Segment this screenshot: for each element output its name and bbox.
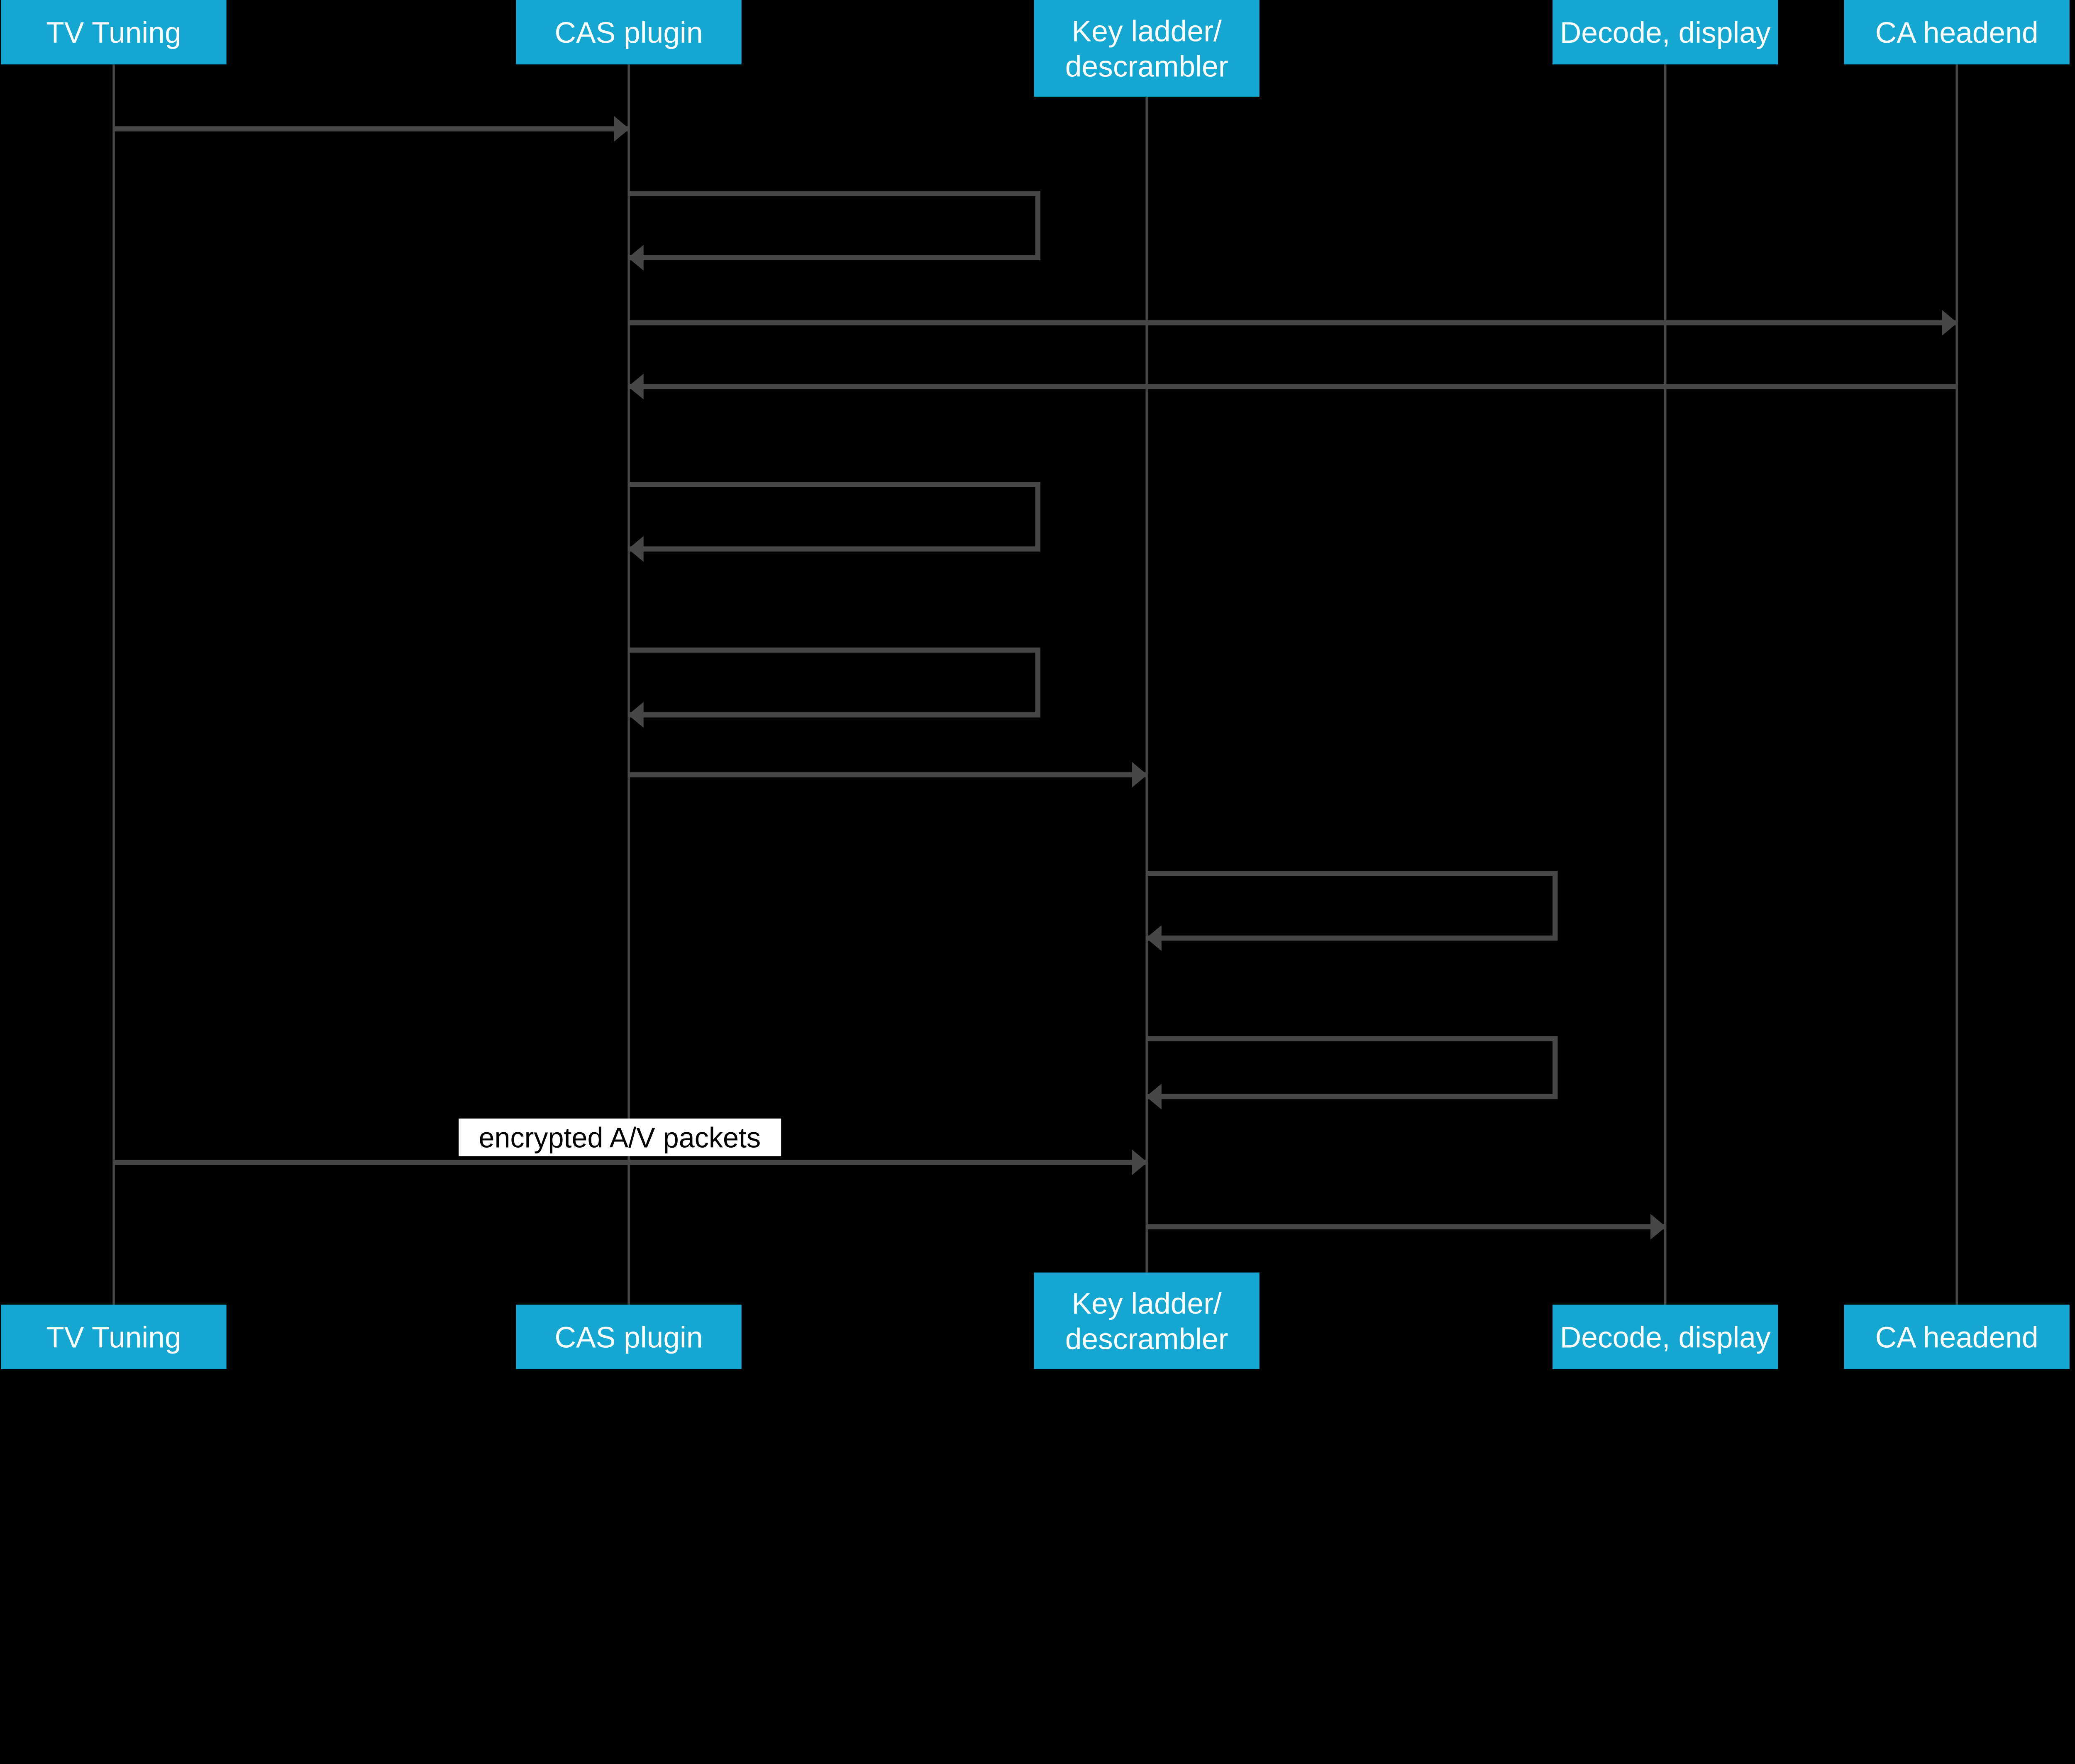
actor-box-top-key-ladder-descrambler bbox=[1034, 0, 1260, 97]
actor-box-bottom-ca-headend bbox=[1844, 1305, 2070, 1369]
actor-label-top-key-ladder-line1: Key ladder/ bbox=[1072, 15, 1222, 48]
actor-box-bottom-cas-plugin bbox=[516, 1305, 742, 1369]
self-message-8-key-ladder bbox=[1146, 870, 1558, 951]
actor-label-top-tv-tuning: TV Tuning bbox=[46, 16, 181, 49]
actor-box-bottom-tv-tuning bbox=[1, 1305, 227, 1369]
self-message-5-cas bbox=[628, 482, 1040, 562]
actor-label-top-cas-plugin: CAS plugin bbox=[554, 16, 703, 49]
actor-label-top-key-ladder-line2: descrambler bbox=[1065, 50, 1228, 83]
actor-label-bottom-ca-headend: CA headend bbox=[1875, 1321, 2038, 1354]
actor-box-top-tv-tuning bbox=[1, 0, 227, 65]
actor-label-bottom-key-ladder-line1: Key ladder/ bbox=[1072, 1287, 1222, 1320]
sequence-diagram: encrypted A/V packets TV Tuning CAS plug… bbox=[1, 0, 2070, 1369]
message-label-background bbox=[459, 1118, 781, 1156]
self-message-9-key-ladder bbox=[1146, 1036, 1558, 1110]
actor-label-bottom-key-ladder-line2: descrambler bbox=[1065, 1323, 1228, 1356]
actor-label-bottom-cas-plugin: CAS plugin bbox=[554, 1321, 703, 1354]
actor-label-bottom-tv-tuning: TV Tuning bbox=[46, 1321, 181, 1354]
message-label-encrypted-av-packets: encrypted A/V packets bbox=[479, 1122, 761, 1154]
actor-label-top-ca-headend: CA headend bbox=[1875, 16, 2038, 49]
actor-box-top-cas-plugin bbox=[516, 0, 742, 65]
actor-box-bottom-key-ladder-descrambler bbox=[1034, 1272, 1260, 1369]
self-message-2-cas bbox=[628, 191, 1040, 271]
actor-box-top-ca-headend bbox=[1844, 0, 2070, 65]
self-message-6-cas bbox=[628, 647, 1040, 728]
actor-label-top-decode-display: Decode, display bbox=[1560, 16, 1771, 49]
actor-label-bottom-decode-display: Decode, display bbox=[1560, 1321, 1771, 1354]
actor-box-top-decode-display bbox=[1553, 0, 1778, 65]
actor-box-bottom-decode-display bbox=[1553, 1305, 1778, 1369]
sequence-diagram-canvas: encrypted A/V packets TV Tuning CAS plug… bbox=[1, 0, 2070, 1369]
